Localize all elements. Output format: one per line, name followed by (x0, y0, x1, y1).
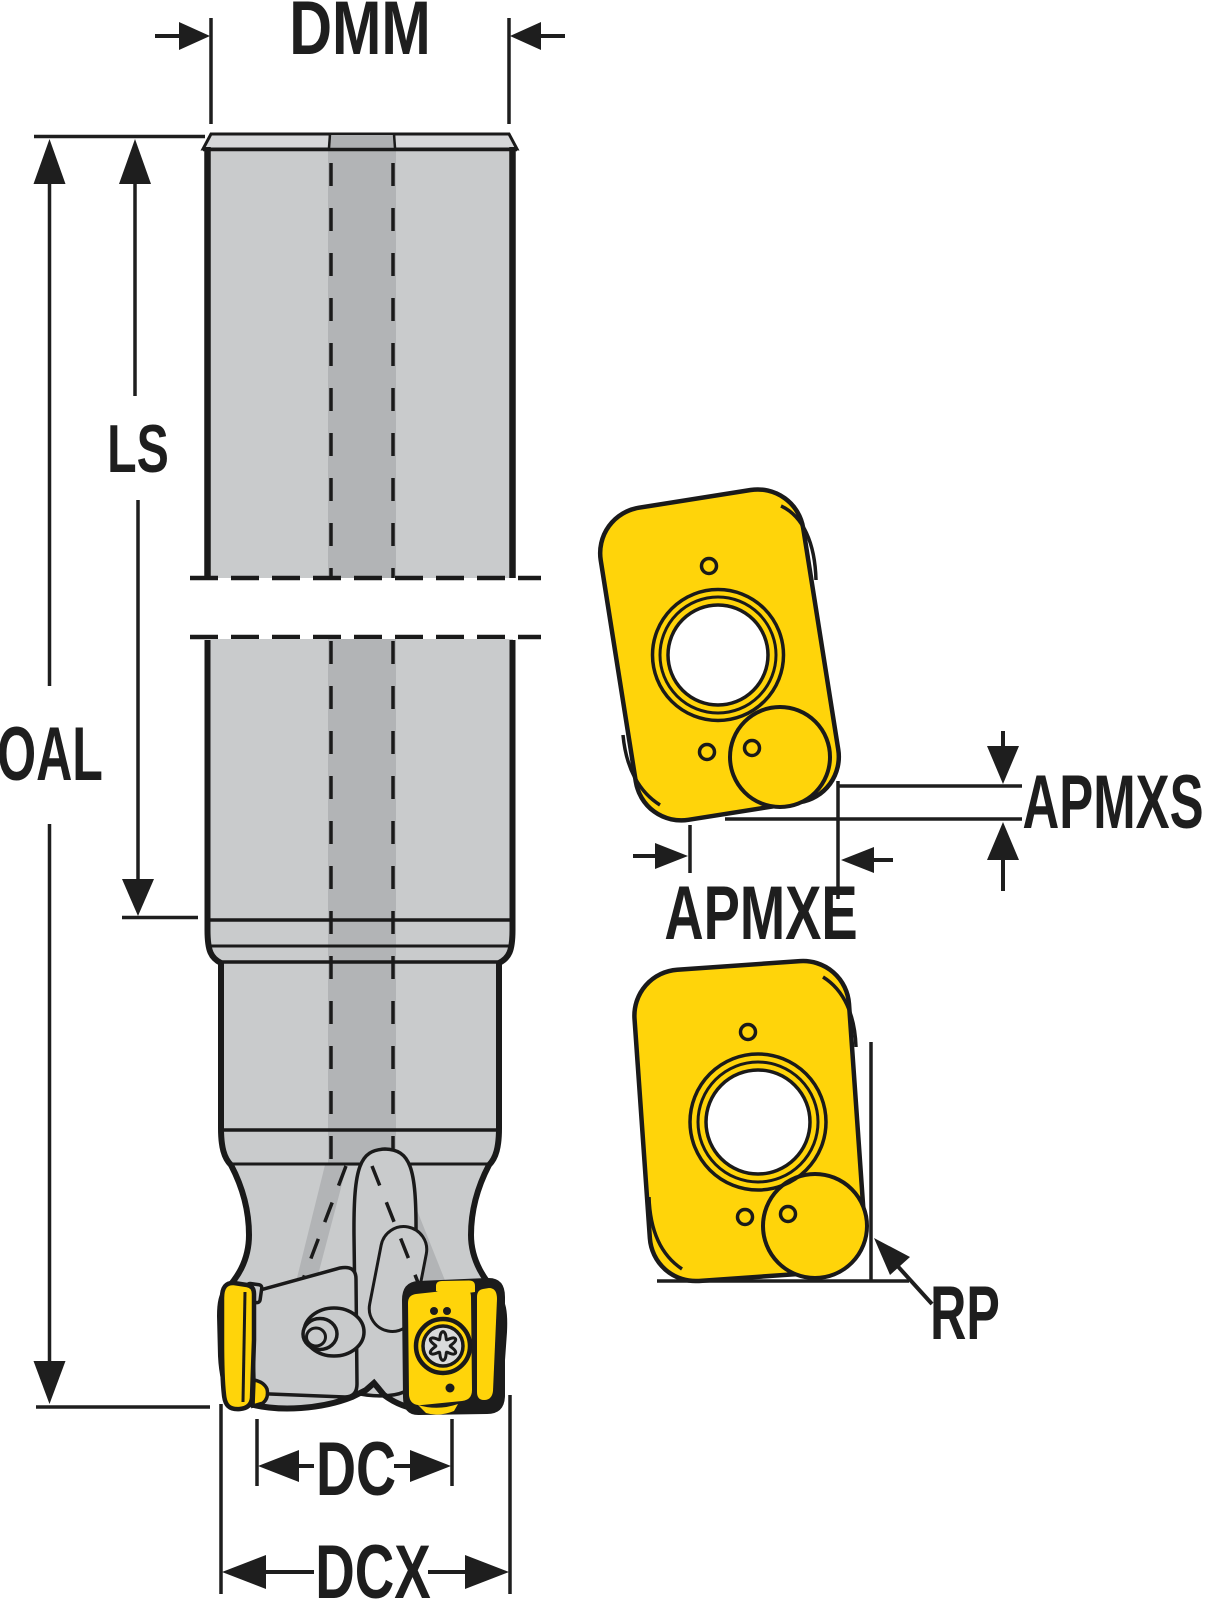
svg-text:LS: LS (107, 412, 169, 487)
svg-text:RP: RP (930, 1271, 1000, 1356)
svg-text:APMXE: APMXE (664, 870, 857, 955)
svg-text:DMM: DMM (289, 0, 431, 71)
svg-text:DC: DC (316, 1428, 396, 1513)
svg-text:OAL: OAL (0, 712, 103, 797)
svg-text:DCX: DCX (315, 1530, 431, 1600)
svg-text:APMXS: APMXS (1022, 759, 1203, 845)
